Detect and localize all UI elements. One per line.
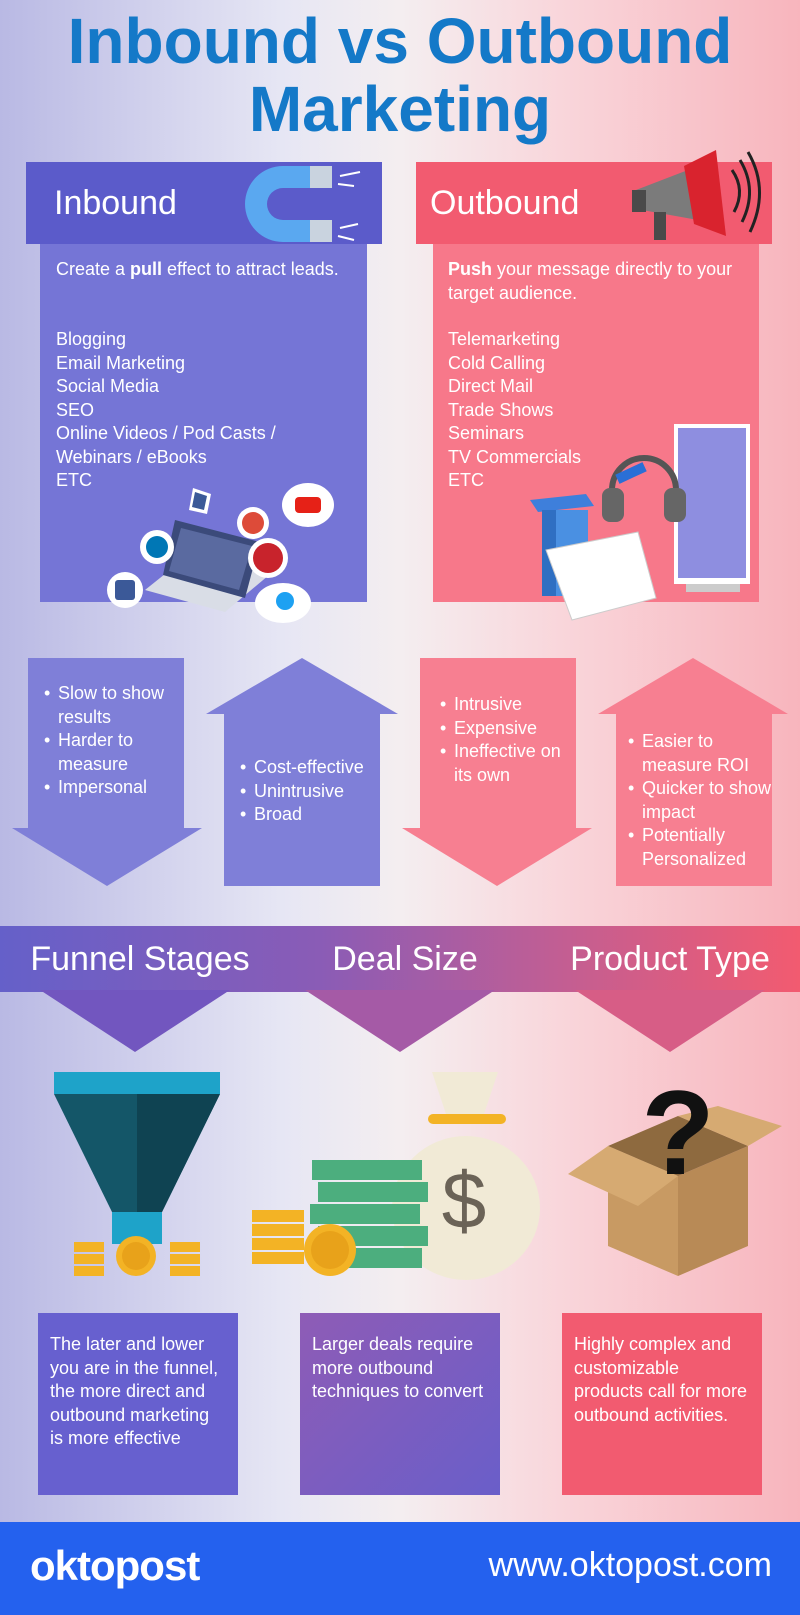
- list-item: Seminars: [448, 423, 525, 443]
- list-item: ETC: [56, 470, 92, 490]
- deal-size-arrow: [305, 990, 495, 1052]
- list-item: Harder to measure: [44, 729, 184, 776]
- list-item: Cold Calling: [448, 352, 546, 373]
- list-item: Ineffective on its own: [440, 740, 570, 787]
- list-item: Unintrusive: [240, 780, 380, 804]
- svg-text:?: ?: [641, 1066, 714, 1200]
- mystery-box-icon: ?: [568, 1066, 782, 1276]
- social-media-icons: [107, 483, 334, 623]
- list-item: Easier to measure ROI: [628, 730, 778, 777]
- footer-url[interactable]: www.oktopost.com: [488, 1546, 772, 1584]
- oktopost-logo: oktopost: [30, 1542, 200, 1589]
- list-item: Email Marketing: [56, 352, 186, 373]
- list-item: Online Videos / Pod Casts /: [56, 423, 276, 443]
- factor-desc-funnel: The later and lower you are in the funne…: [38, 1313, 238, 1495]
- page-title-line1: Inbound vs Outbound: [67, 5, 733, 77]
- svg-text:$: $: [442, 1156, 487, 1245]
- outbound-cons-list: Intrusive Expensive Ineffective on its o…: [440, 693, 570, 787]
- trade-show-icon: [530, 424, 750, 621]
- page-title-line2: Marketing: [248, 73, 552, 145]
- list-item: TV Commercials: [448, 446, 582, 467]
- inbound-pros-list: Cost-effective Unintrusive Broad: [240, 756, 380, 827]
- list-item: Telemarketing: [448, 329, 561, 349]
- list-item: Potentially Personalized: [628, 824, 778, 871]
- list-item: SEO: [56, 399, 95, 420]
- outbound-pros-list: Easier to measure ROI Quicker to show im…: [628, 730, 778, 871]
- inbound-list: Blogging Email Marketing Social Media SE…: [56, 328, 356, 493]
- list-item: Intrusive: [440, 693, 570, 717]
- list-item: Cost-effective: [240, 756, 380, 780]
- inbound-intro: Create a pull effect to attract leads.: [56, 259, 339, 279]
- funnel-icon: [54, 1072, 220, 1276]
- list-item: Expensive: [440, 717, 570, 741]
- factor-label-product: Product Type: [570, 940, 770, 978]
- funnel-stages-arrow: [40, 990, 230, 1052]
- factors-band: [0, 926, 800, 992]
- list-item: Webinars / eBooks: [56, 446, 207, 467]
- factor-label-deal: Deal Size: [332, 940, 478, 978]
- factor-desc-product: Highly complex and customizable products…: [562, 1313, 762, 1495]
- list-item: Impersonal: [44, 776, 184, 800]
- list-item: ETC: [448, 470, 484, 490]
- factor-desc-deal: Larger deals require more outbound techn…: [300, 1313, 500, 1495]
- list-item: Slow to show results: [44, 682, 184, 729]
- list-item: Direct Mail: [448, 376, 534, 396]
- footer: oktopost www.oktopost.com: [0, 1522, 800, 1615]
- list-item: Trade Shows: [448, 399, 554, 420]
- magnet-icon: [245, 166, 361, 242]
- inbound-cons-list: Slow to show results Harder to measure I…: [44, 682, 184, 800]
- megaphone-icon: [632, 150, 761, 240]
- outbound-list: Telemarketing Cold Calling Direct Mail T…: [448, 328, 668, 493]
- list-item: Social Media: [56, 376, 160, 396]
- outbound-intro: Push your message directly to your targe…: [448, 259, 733, 303]
- list-item: Quicker to show impact: [628, 777, 778, 824]
- money-bag-icon: $: [252, 1072, 540, 1280]
- list-item: Broad: [240, 803, 380, 827]
- list-item: Blogging: [56, 329, 127, 349]
- product-type-arrow: [575, 990, 765, 1052]
- factor-label-funnel: Funnel Stages: [30, 940, 250, 978]
